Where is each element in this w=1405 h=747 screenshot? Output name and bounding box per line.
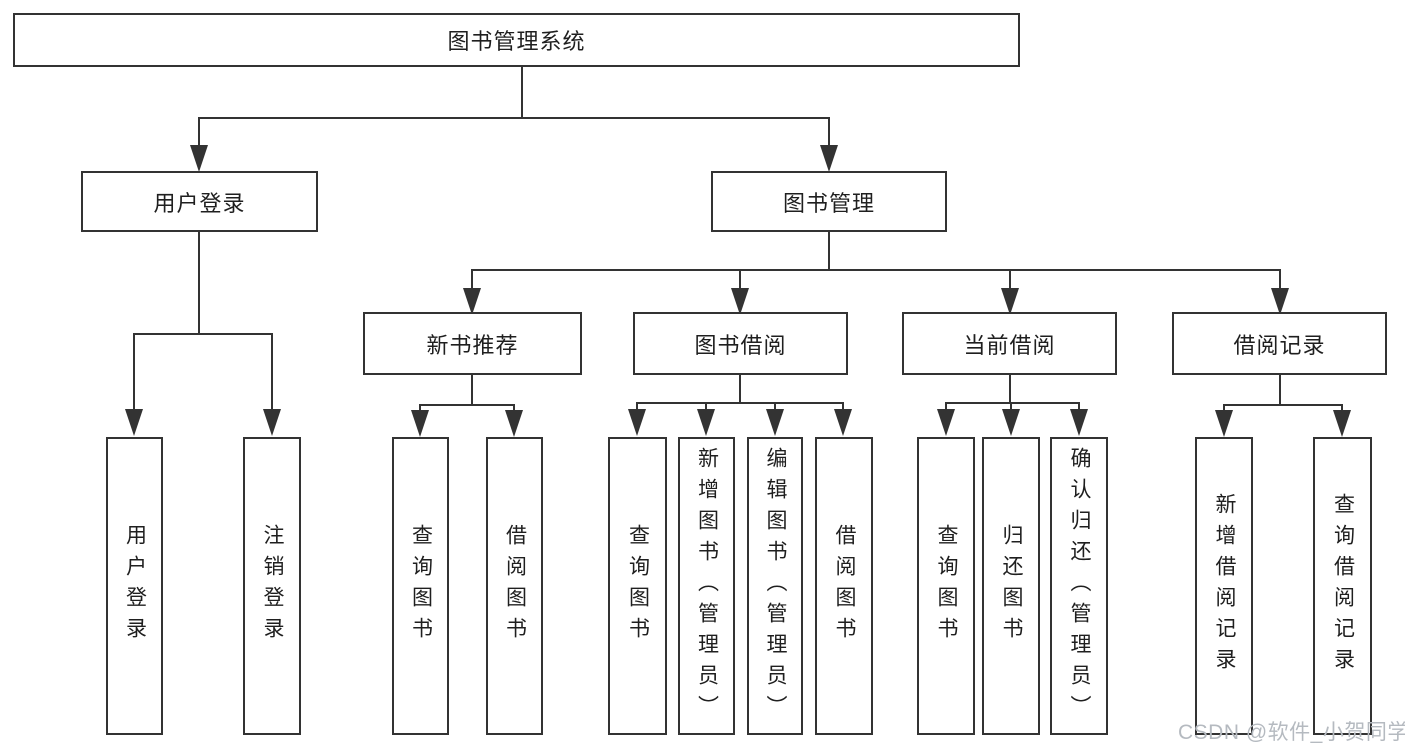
connector-vline: [705, 402, 707, 410]
connector-vline: [471, 269, 473, 291]
connector-vline: [521, 67, 523, 118]
arrow-down-icon: [1215, 410, 1233, 437]
arrow-down-icon: [1333, 410, 1351, 437]
node-book-borrowing: 图书借阅: [633, 312, 848, 375]
arrow-down-icon: [628, 409, 646, 436]
node-label: 用户登录: [123, 524, 147, 648]
node-label: 借阅记录: [1233, 332, 1326, 358]
csdn-watermark: CSDN @软件_小贺同学: [1178, 721, 1405, 744]
node-user-login: 用户登录: [81, 171, 318, 232]
connector-hline: [636, 402, 844, 404]
node-label: 新书推荐: [426, 332, 519, 358]
leaf-borrow-borrow-books: 借阅图书: [815, 437, 873, 735]
node-label: 查询借阅记录: [1331, 493, 1355, 679]
connector-vline: [1279, 375, 1281, 406]
node-label: 用户登录: [153, 190, 246, 216]
node-label: 注销登录: [261, 524, 284, 648]
arrow-down-icon: [937, 409, 955, 436]
node-label: 图书管理: [782, 190, 875, 216]
connector-hline: [945, 402, 1080, 404]
arrow-down-icon: [1271, 288, 1289, 315]
arrow-down-icon: [263, 409, 281, 436]
leaf-records-add-record: 新增借阅记录: [1195, 437, 1253, 735]
connector-vline: [133, 333, 135, 411]
leaf-borrow-query-books: 查询图书: [608, 437, 667, 735]
node-label: 查询图书: [935, 524, 958, 648]
arrow-down-icon: [1001, 288, 1019, 315]
arrow-down-icon: [820, 145, 838, 172]
arrow-down-icon: [190, 145, 208, 172]
node-label: 归还图书: [1000, 524, 1023, 648]
node-root-library-system: 图书管理系统: [13, 13, 1020, 67]
node-borrowing-records: 借阅记录: [1172, 312, 1387, 375]
arrow-down-icon: [505, 410, 523, 437]
node-label: 编辑图书（管理员）: [764, 446, 787, 726]
arrow-down-icon: [697, 409, 715, 436]
leaf-borrow-add-books-admin: 新增图书（管理员）: [678, 437, 735, 735]
leaf-current-query-books: 查询图书: [917, 437, 975, 735]
connector-vline: [1009, 375, 1011, 404]
connector-vline: [739, 375, 741, 404]
connector-vline: [774, 402, 776, 410]
connector-vline: [198, 117, 200, 147]
node-label: 确认归还（管理员）: [1068, 446, 1091, 726]
node-label: 新增借阅记录: [1213, 493, 1236, 679]
connector-vline: [828, 232, 830, 271]
leaf-current-confirm-return-admin: 确认归还（管理员）: [1050, 437, 1108, 735]
leaf-user-login: 用户登录: [106, 437, 163, 735]
connector-vline: [1223, 404, 1225, 412]
connector-vline: [636, 402, 638, 410]
connector-vline: [828, 117, 830, 147]
leaf-newbook-borrow-books: 借阅图书: [486, 437, 543, 735]
connector-vline: [198, 232, 200, 335]
connector-hline: [471, 269, 1281, 271]
arrow-down-icon: [1070, 409, 1088, 436]
arrow-down-icon: [125, 409, 143, 436]
leaf-records-query-record: 查询借阅记录: [1313, 437, 1372, 735]
connector-hline: [419, 404, 515, 406]
connector-vline: [739, 269, 741, 291]
connector-vline: [1009, 269, 1011, 291]
leaf-current-return-books: 归还图书: [982, 437, 1040, 735]
node-label: 图书借阅: [694, 332, 787, 358]
leaf-borrow-edit-books-admin: 编辑图书（管理员）: [747, 437, 803, 735]
arrow-down-icon: [731, 288, 749, 315]
node-new-book-recommend: 新书推荐: [363, 312, 582, 375]
connector-vline: [471, 375, 473, 406]
node-label: 借阅图书: [503, 524, 527, 648]
node-label: 查询图书: [626, 524, 650, 648]
node-label: 查询图书: [409, 524, 433, 648]
connector-hline: [198, 117, 830, 119]
node-label: 借阅图书: [833, 524, 856, 648]
connector-vline: [842, 402, 844, 410]
connector-hline: [1223, 404, 1343, 406]
connector-vline: [513, 404, 515, 412]
node-label: 当前借阅: [963, 332, 1056, 358]
connector-vline: [1279, 269, 1281, 291]
arrow-down-icon: [834, 409, 852, 436]
connector-vline: [419, 404, 421, 412]
connector-hline: [133, 333, 273, 335]
connector-vline: [1010, 402, 1012, 410]
node-book-management: 图书管理: [711, 171, 947, 232]
arrow-down-icon: [463, 288, 481, 315]
arrow-down-icon: [411, 410, 429, 437]
connector-vline: [1341, 404, 1343, 412]
connector-vline: [271, 333, 273, 411]
node-label: 新增图书（管理员）: [695, 446, 719, 726]
node-current-borrowing: 当前借阅: [902, 312, 1117, 375]
leaf-newbook-query-books: 查询图书: [392, 437, 449, 735]
connector-vline: [945, 402, 947, 410]
node-label: 图书管理系统: [447, 29, 586, 54]
leaf-logout: 注销登录: [243, 437, 301, 735]
arrow-down-icon: [766, 409, 784, 436]
arrow-down-icon: [1002, 409, 1020, 436]
connector-vline: [1078, 402, 1080, 410]
